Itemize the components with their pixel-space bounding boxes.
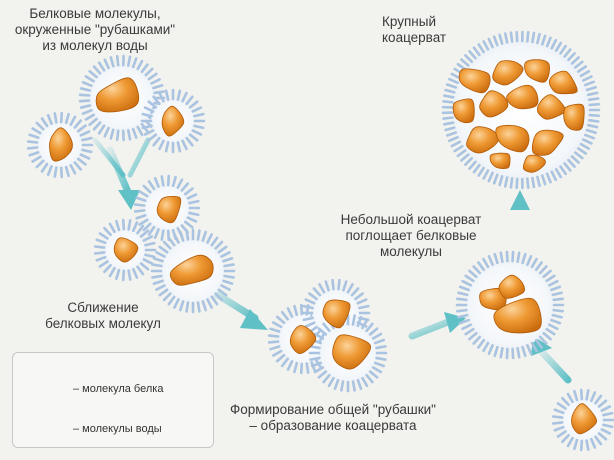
label-protein-molecules: Белковые молекулы, окруженные "рубашками… [14, 6, 176, 53]
protein-molecule [524, 59, 550, 83]
arrow-coacervate-to-small [408, 312, 466, 340]
protein-molecule [169, 254, 214, 286]
protein-molecule [536, 94, 566, 120]
protein-molecule [322, 299, 351, 329]
cell-top-right [140, 88, 206, 154]
label-common-shirt: Формирование общей "рубашки" – образован… [230, 402, 436, 433]
arrow-small-to-large [510, 190, 530, 252]
protein-molecule [489, 152, 511, 169]
protein-molecule [458, 68, 491, 94]
protein-molecule [571, 403, 598, 435]
protein-molecule [548, 70, 578, 95]
protein-molecule [495, 124, 530, 153]
label-large-coacervate: Крупный коацерват [382, 14, 447, 45]
label-small-absorbs: Небольшой коацерват поглощает белковые м… [340, 212, 482, 259]
cell-mid-top [133, 174, 201, 242]
protein-molecule [289, 325, 317, 355]
legend-water-label: – молекулы воды [73, 423, 162, 435]
legend: – молекула белка – молекулы воды [12, 352, 214, 448]
protein-molecule [49, 127, 73, 162]
protein-molecule [522, 154, 546, 173]
cell-top-left [26, 111, 94, 179]
cell-large-coacervate [441, 30, 601, 190]
legend-protein-label: – молекула белка [73, 383, 164, 395]
arrow-branch-left [92, 137, 126, 178]
cell-coacervate-forming [267, 278, 388, 393]
protein-molecule [452, 98, 475, 124]
protein-molecule [563, 103, 585, 131]
protein-molecule [161, 105, 185, 137]
protein-molecule [332, 334, 372, 370]
cell-top-center [78, 54, 166, 142]
protein-molecule [466, 126, 500, 154]
label-convergence: Сближение белковых молекул [45, 300, 161, 331]
molecule-cells [26, 30, 614, 452]
arrow-branch-right [127, 137, 151, 178]
protein-molecule [156, 195, 182, 224]
cell-small-coacervate [455, 250, 565, 360]
protein-molecule [531, 129, 564, 156]
protein-molecule [479, 90, 509, 118]
cell-incoming-protein [551, 388, 614, 452]
protein-molecule [493, 297, 542, 334]
cell-mid-left [93, 218, 157, 282]
cell-mid-large [150, 228, 236, 314]
protein-molecule [498, 274, 525, 299]
protein-molecule [113, 237, 139, 263]
protein-molecule [506, 84, 539, 110]
protein-molecule [95, 77, 140, 113]
protein-molecule [492, 60, 524, 86]
